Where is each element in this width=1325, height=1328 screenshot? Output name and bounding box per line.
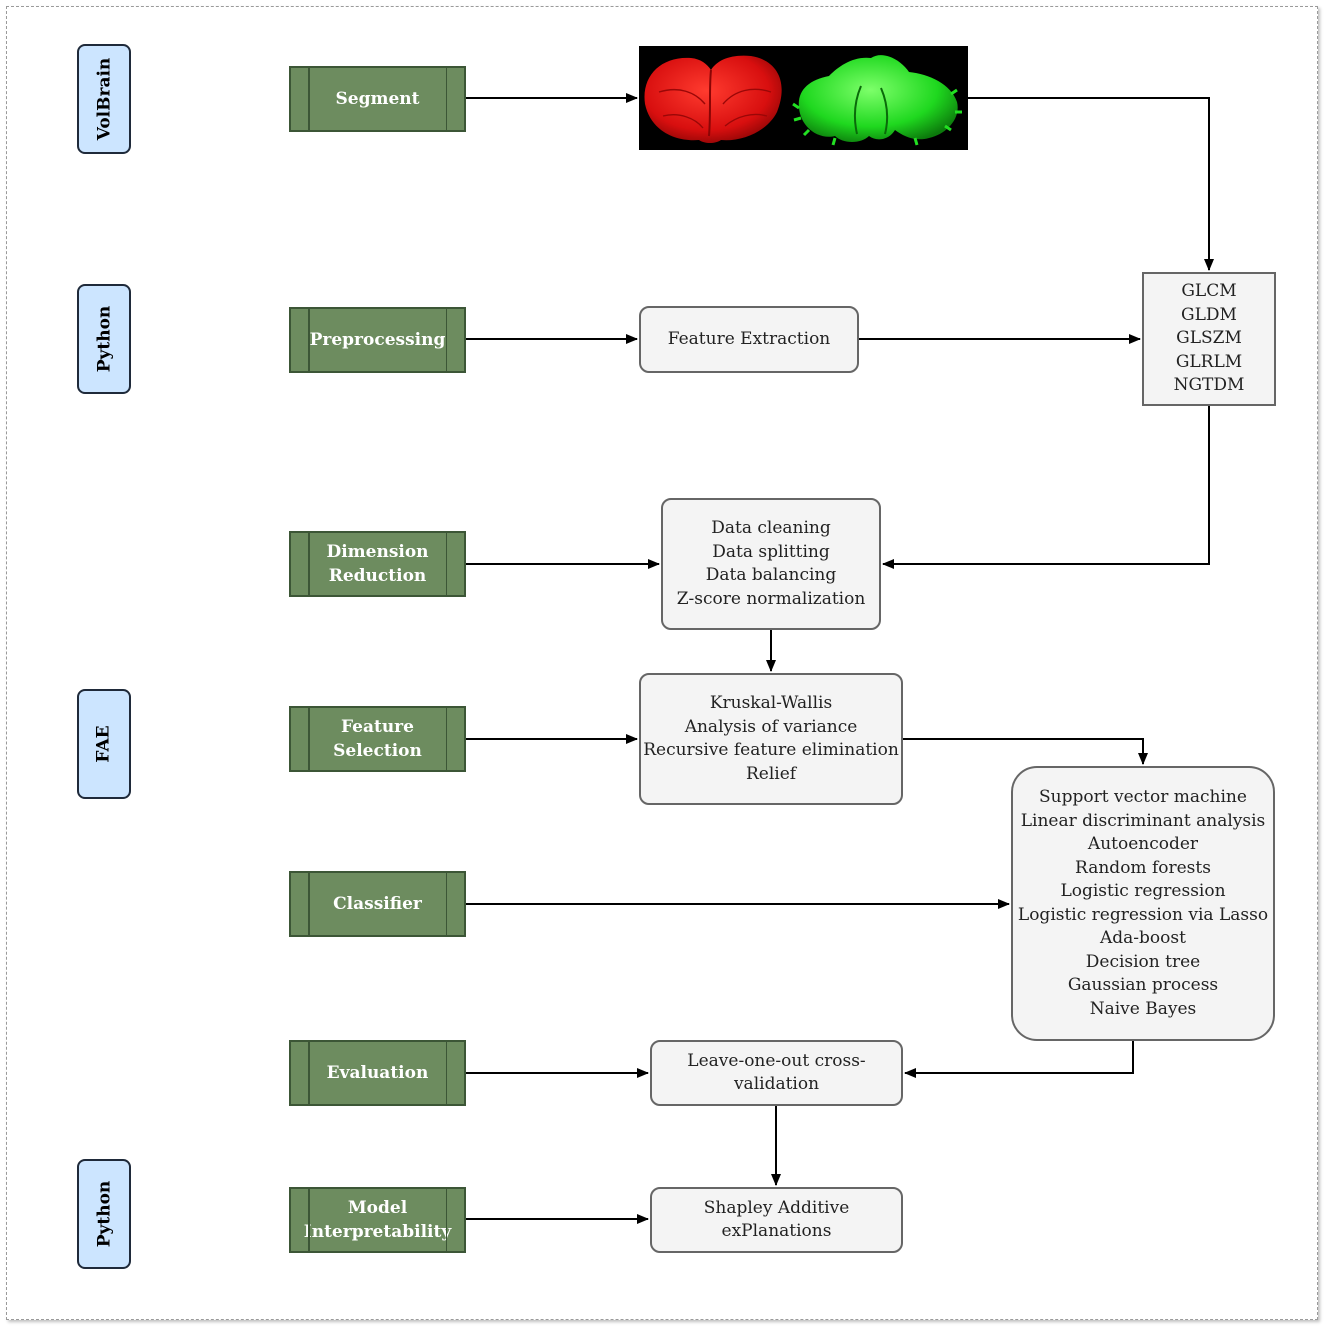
step-segment: Segment bbox=[289, 66, 466, 132]
classifier-item: Support vector machine bbox=[1039, 787, 1247, 807]
selection-item: Relief bbox=[745, 763, 797, 784]
dashed-frame bbox=[6, 6, 1318, 1320]
tool-volbrain: VolBrain bbox=[77, 44, 131, 154]
tool-fae: FAE bbox=[77, 689, 131, 799]
feature-item: NGTDM bbox=[1173, 375, 1245, 396]
classifier-item: Random forests bbox=[1075, 857, 1211, 878]
arrow-classifiers-to-validation bbox=[904, 1041, 1134, 1078]
segmentation-image bbox=[639, 46, 968, 150]
texture-features-box: GLCM GLDM GLSZM GLRLM NGTDM bbox=[1142, 272, 1276, 406]
cerebellum-red-shape bbox=[644, 55, 782, 143]
cerebellum-green-shape bbox=[792, 55, 962, 146]
arrow-image-to-features bbox=[968, 97, 1214, 271]
classifier-item: Autoencoder bbox=[1087, 834, 1199, 854]
feature-item: GLCM bbox=[1181, 281, 1237, 302]
classifier-item: Logistic regression via Lasso bbox=[1017, 904, 1269, 925]
processing-item: Data splitting bbox=[712, 541, 830, 562]
classifier-item: Ada-boost bbox=[1100, 928, 1186, 948]
tool-python-interpretability: Python bbox=[77, 1159, 131, 1269]
classifier-item: Logistic regression bbox=[1060, 881, 1226, 901]
validation-box: Leave-one-out cross-validation bbox=[650, 1040, 903, 1106]
brain-render bbox=[644, 55, 962, 146]
tool-python-preprocessing: Python bbox=[77, 284, 131, 394]
selection-item: Recursive feature elimination bbox=[643, 740, 899, 760]
feature-item: GLSZM bbox=[1176, 328, 1242, 349]
classifier-item: Linear discriminant analysis bbox=[1020, 810, 1266, 831]
selection-item: Kruskal-Wallis bbox=[709, 693, 833, 713]
classifier-item: Naive Bayes bbox=[1089, 998, 1197, 1019]
step-preprocessing: Preprocessing bbox=[289, 307, 466, 373]
feature-item: GLRLM bbox=[1175, 351, 1243, 372]
feature-extraction-box: Feature Extraction bbox=[639, 306, 859, 373]
feature-extraction-label: Feature Extraction bbox=[667, 328, 831, 349]
processing-item: Data cleaning bbox=[711, 518, 831, 538]
step-feature-selection: Feature Selection bbox=[289, 706, 466, 772]
processing-item: Z-score normalization bbox=[676, 588, 866, 609]
classifier-item: Decision tree bbox=[1085, 951, 1201, 972]
step-classifier: Classifier bbox=[289, 871, 466, 937]
processing-item: Data balancing bbox=[705, 565, 837, 585]
classifiers-box: Support vector machine Linear discrimina… bbox=[1011, 766, 1275, 1041]
feature-item: GLDM bbox=[1181, 304, 1237, 325]
interpretation-label: Shapley Additive exPlanations bbox=[703, 1197, 850, 1242]
interpretation-box: Shapley Additive exPlanations bbox=[650, 1187, 903, 1253]
arrow-methods-to-classifiers bbox=[903, 738, 1148, 765]
step-model-interpretability: Model Interpretability bbox=[289, 1187, 466, 1253]
step-dimension-reduction: Dimension Reduction bbox=[289, 531, 466, 597]
classifier-item: Gaussian process bbox=[1067, 975, 1219, 995]
step-evaluation: Evaluation bbox=[289, 1040, 466, 1106]
selection-item: Analysis of variance bbox=[684, 716, 858, 737]
selection-methods-box: Kruskal-Wallis Analysis of variance Recu… bbox=[639, 673, 903, 805]
data-processing-box: Data cleaning Data splitting Data balanc… bbox=[661, 498, 881, 630]
validation-label: Leave-one-out cross-validation bbox=[687, 1050, 866, 1095]
arrow-features-to-processing bbox=[882, 406, 1210, 569]
